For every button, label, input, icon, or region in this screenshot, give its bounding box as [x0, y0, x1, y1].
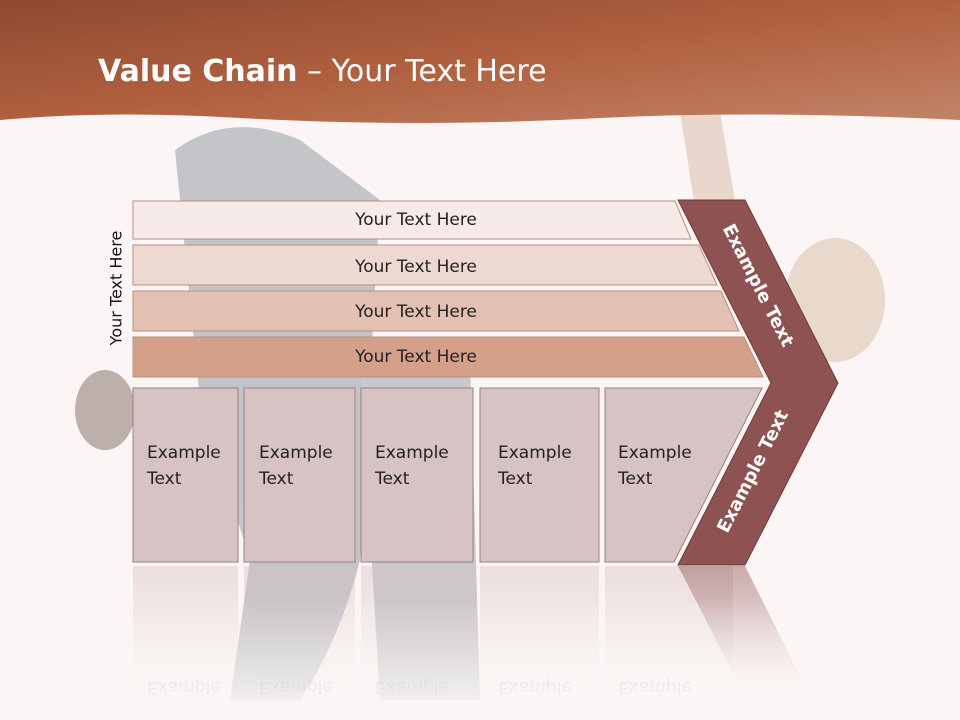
column-text-3: Example Text	[375, 440, 449, 492]
row-bar-1	[132, 200, 692, 240]
row-label-2: Your Text Here	[354, 257, 477, 277]
column-text-4-line1: Example	[498, 443, 572, 463]
column-text-2: Example Text	[259, 440, 333, 492]
slide-title: Value Chain – Your Text Here	[98, 54, 547, 89]
chevron-arrow	[677, 199, 839, 566]
column-box-3	[360, 387, 474, 563]
row-label-3: Your Text Here	[354, 302, 477, 322]
column-text-3-line2: Text	[375, 469, 410, 489]
row-label-1: Your Text Here	[354, 210, 477, 230]
column-text-5-line2: Text	[618, 469, 653, 489]
column-text-2-line1: Example	[259, 443, 333, 463]
row-label-4: Your Text Here	[354, 347, 477, 367]
row-bar-4	[132, 336, 764, 378]
column-text-2-line2: Text	[259, 469, 294, 489]
column-text-5: Example Text	[618, 440, 692, 492]
row-bar-3	[132, 290, 740, 332]
column-box-4	[479, 387, 600, 563]
column-box-2	[243, 387, 356, 563]
column-text-3-line1: Example	[375, 443, 449, 463]
column-text-1-line1: Example	[147, 443, 221, 463]
column-text-1-line2: Text	[147, 469, 182, 489]
side-label: Your Text Here	[106, 230, 126, 346]
header-band	[0, 0, 960, 123]
row-bar-2	[132, 244, 718, 286]
column-text-4-line2: Text	[498, 469, 533, 489]
title-rest: – Your Text Here	[297, 54, 547, 89]
column-box-1	[132, 387, 239, 563]
column-text-4: Example Text	[498, 440, 572, 492]
column-text-1: Example Text	[147, 440, 221, 492]
title-bold: Value Chain	[98, 54, 298, 89]
column-text-5-line1: Example	[618, 443, 692, 463]
column-box-5	[604, 387, 763, 563]
